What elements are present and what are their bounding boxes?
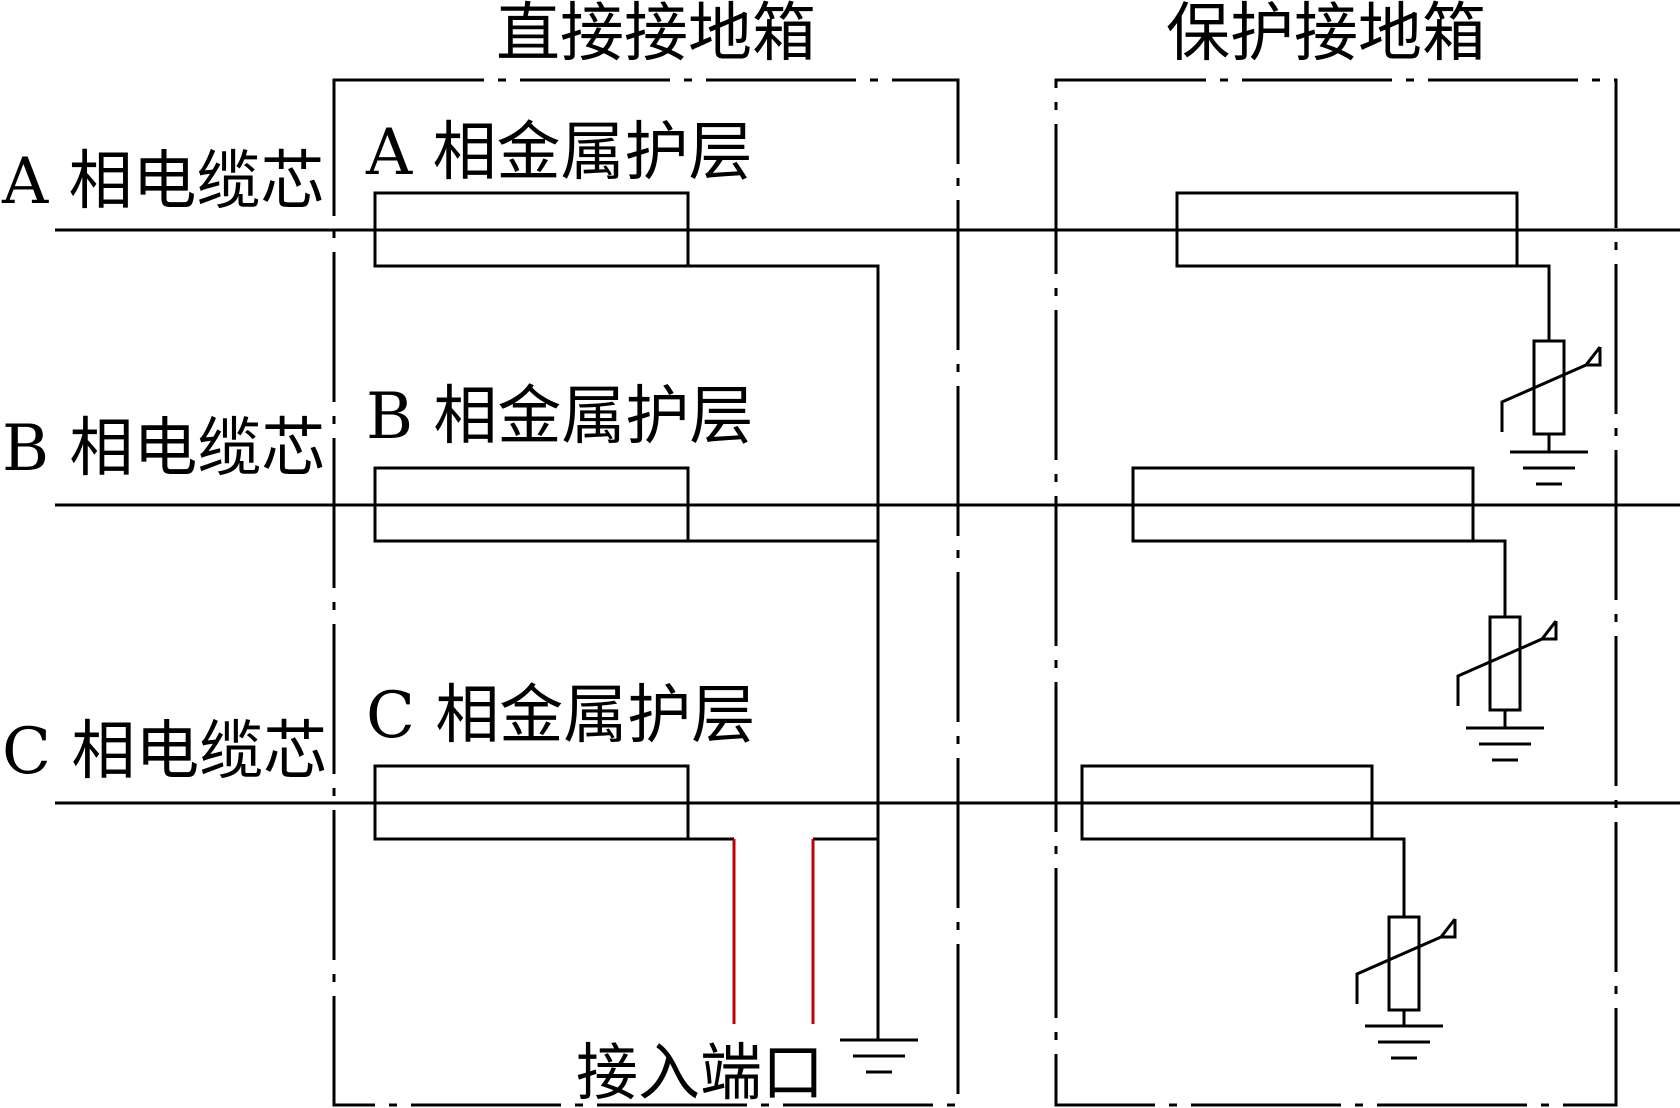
protective-grounding-box-title: 保护接地箱 [1166,0,1486,71]
direct-grounding-box-outline [332,78,960,1107]
phase-b-sheath-direct [373,466,690,543]
phase-a-sheath-label: A 相金属护层 [365,116,753,190]
phase-c-core-label: C 相电缆芯 [2,715,327,789]
phase-b-sheath-protective [1131,466,1475,543]
direct-grounding-box-title: 直接接地箱 [496,0,816,71]
phase-a-sheath-direct [373,191,690,268]
protective-grounding-box-outline [1054,78,1618,1107]
phase-a-bond-lead [688,264,880,1040]
surge-arrester-icon [1355,837,1457,1060]
phase-b-core-label: B 相电缆芯 [2,412,325,486]
phase-c-sheath-label: C 相金属护层 [366,679,755,753]
phase-c-sheath-protective [1080,764,1374,841]
access-port-label: 接入端口 [576,1036,824,1108]
surge-arrester-icon [1500,264,1602,486]
phase-a-core-label: A 相电缆芯 [1,145,325,219]
surge-arrester-icon [1456,539,1558,762]
ground-icon [840,1038,918,1074]
phase-c-sheath-direct [373,764,690,841]
phase-b-sheath-label: B 相金属护层 [366,380,753,454]
phase-a-sheath-protective [1175,191,1519,268]
